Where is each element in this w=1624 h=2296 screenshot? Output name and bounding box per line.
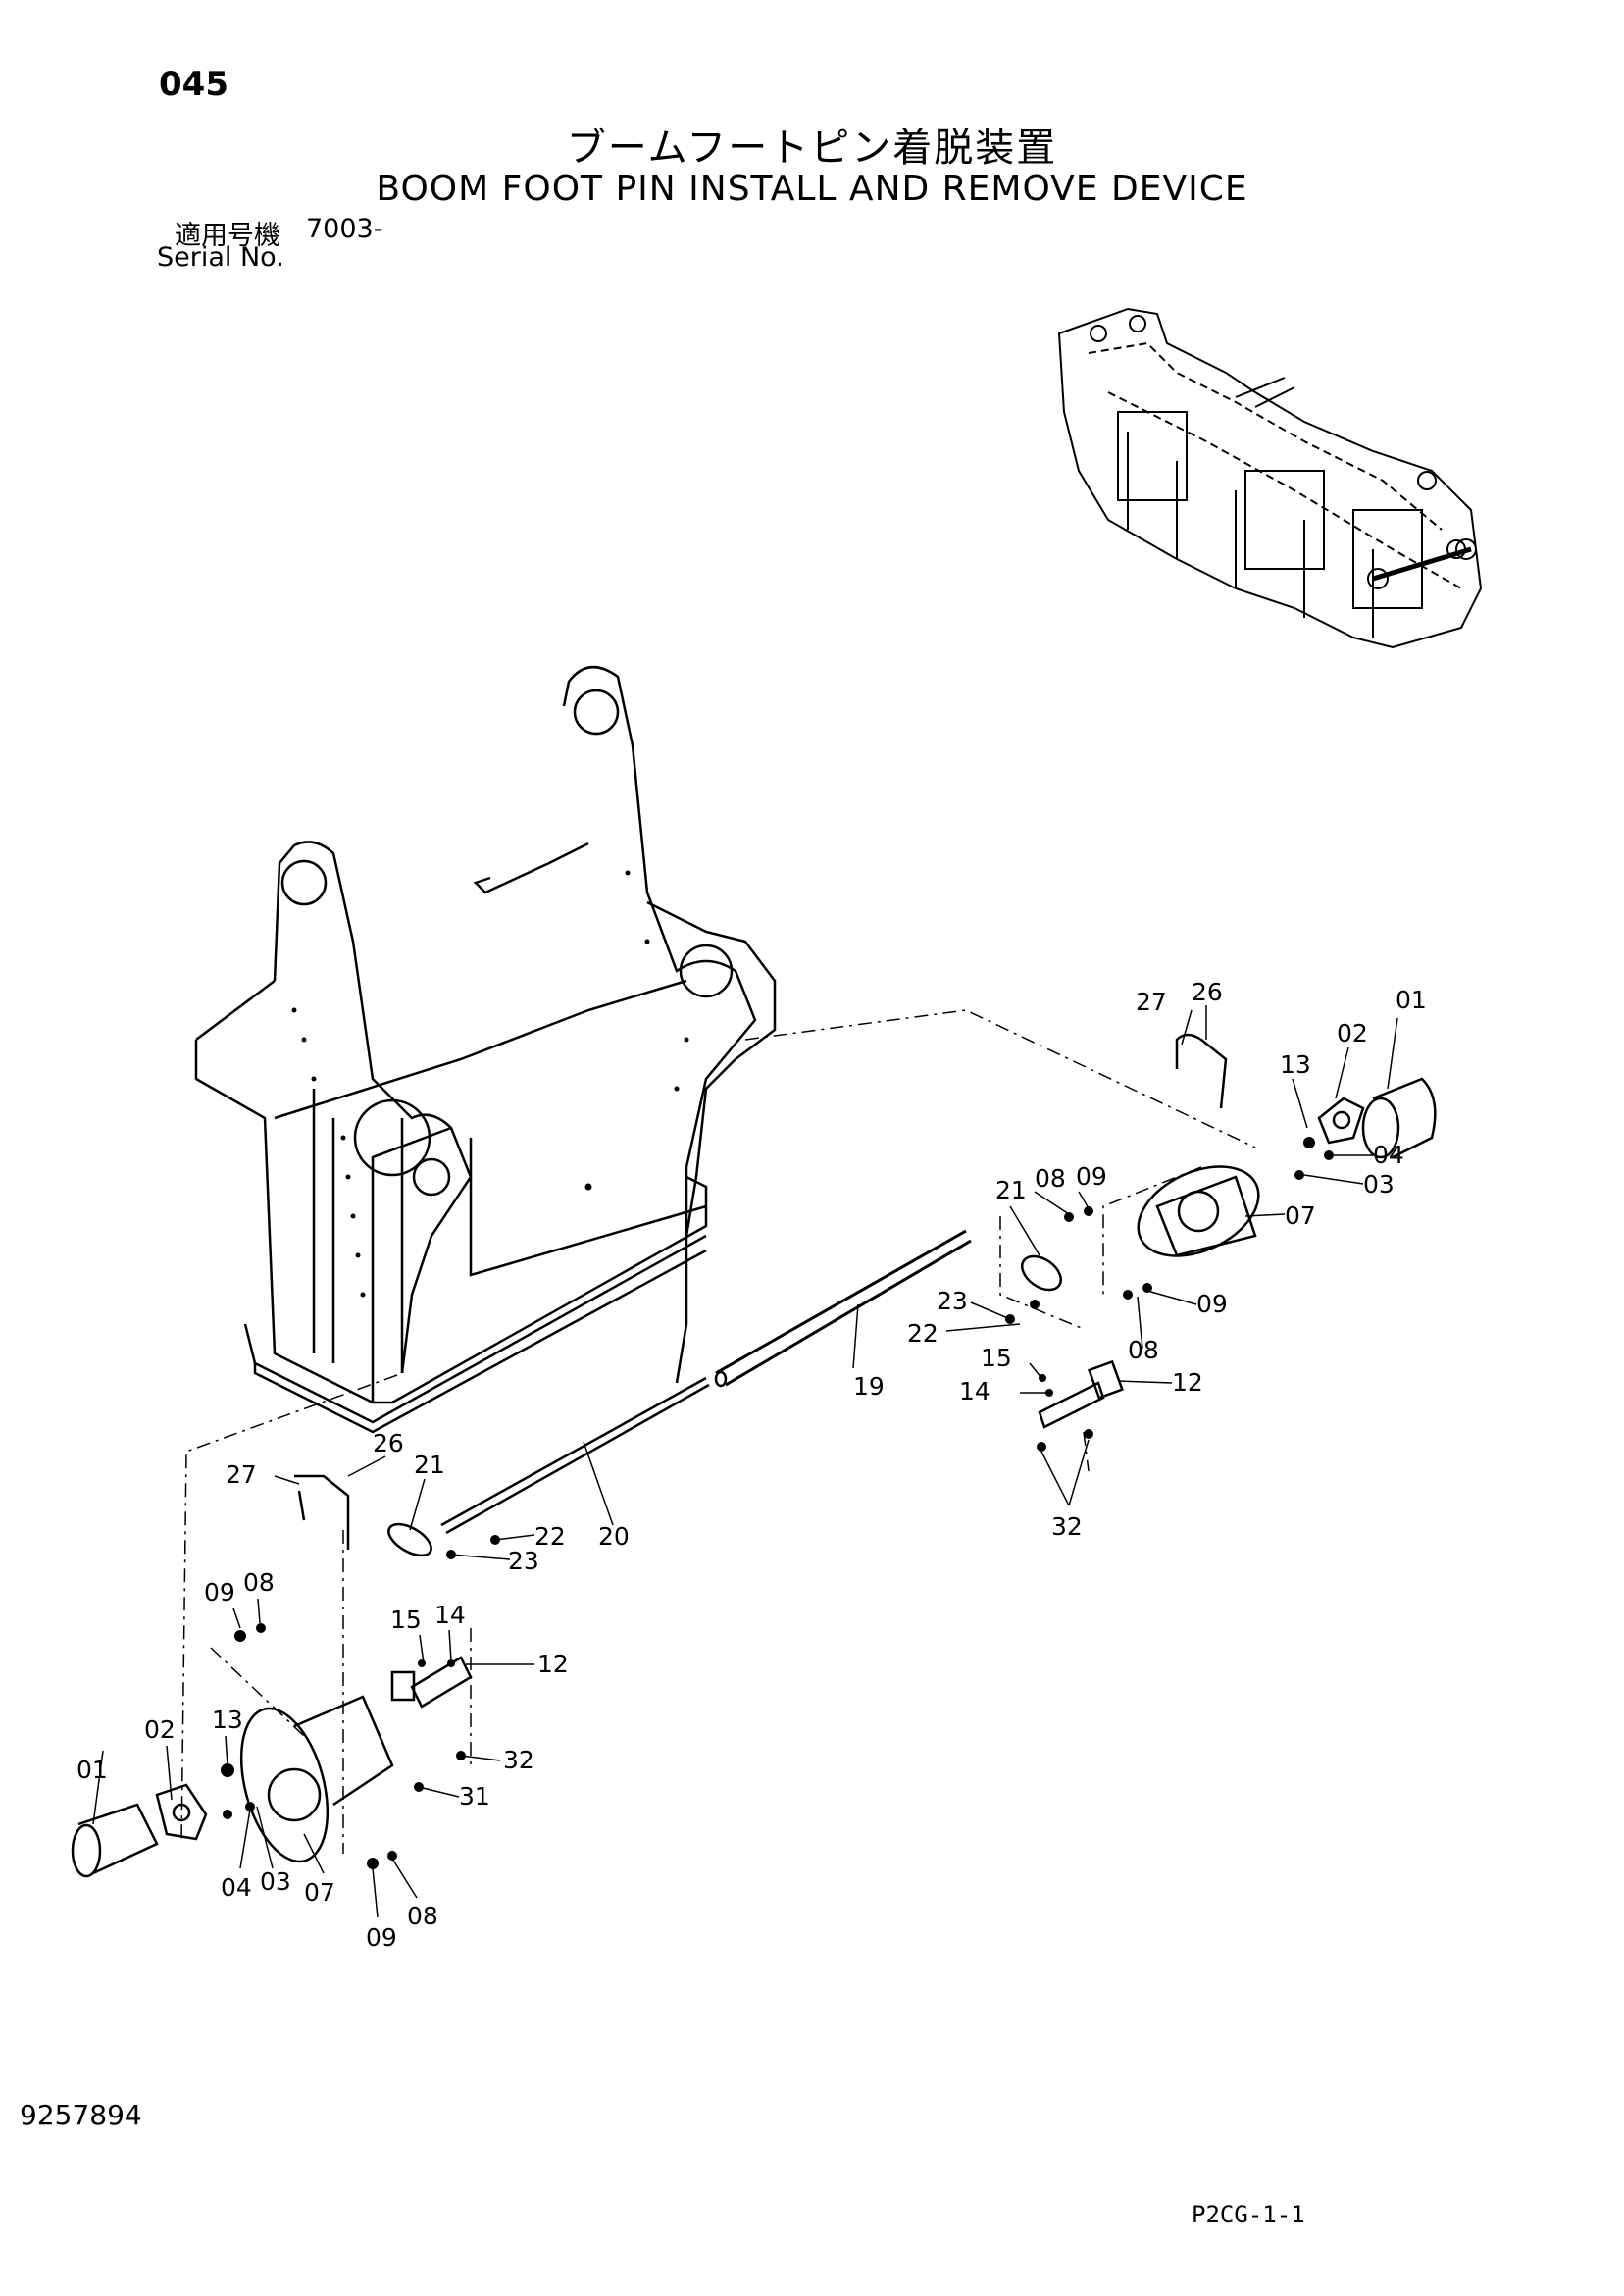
callout-l02: 02 [144, 1715, 176, 1744]
callout-09: 09 [1076, 1162, 1107, 1191]
callout-26: 26 [1192, 978, 1223, 1006]
callout-l14: 14 [434, 1601, 466, 1629]
callout-l32: 32 [503, 1746, 534, 1774]
callout-02: 02 [1337, 1019, 1368, 1047]
callout-l22: 22 [534, 1522, 566, 1551]
key-map-overview [1057, 307, 1483, 649]
callout-14: 14 [959, 1377, 990, 1405]
right-pin-device [714, 1033, 1437, 1429]
callout-21: 21 [995, 1176, 1027, 1204]
callout-07: 07 [1285, 1201, 1316, 1230]
callout-l09b: 09 [366, 1923, 397, 1952]
callout-l21: 21 [414, 1451, 445, 1479]
callout-23: 23 [937, 1287, 968, 1315]
callout-27: 27 [1136, 988, 1167, 1016]
callout-19: 19 [853, 1372, 885, 1401]
callout-l03: 03 [260, 1867, 291, 1896]
hardware-items [221, 1137, 1334, 1869]
callout-l08b: 08 [407, 1902, 438, 1930]
sheet-code: P2CG-1-1 [1192, 2201, 1305, 2228]
callout-l27: 27 [226, 1460, 257, 1489]
callout-13: 13 [1280, 1050, 1311, 1079]
callout-l08: 08 [243, 1568, 275, 1597]
callout-labels: 01 02 13 04 03 27 26 08 09 21 07 23 09 2… [76, 978, 1427, 1952]
callout-01: 01 [1396, 986, 1427, 1014]
serial-value: 7003- [306, 214, 383, 244]
callout-l26: 26 [373, 1429, 404, 1457]
alignment-lines [180, 1009, 1256, 1854]
callout-09b: 09 [1196, 1290, 1228, 1318]
serial-label-japanese: 適用号機 [175, 221, 280, 251]
serial-label-english: Serial No. [157, 242, 284, 273]
callout-12: 12 [1172, 1368, 1203, 1397]
title-japanese: ブームフートピン着脱装置 [566, 126, 1058, 171]
callout-l23: 23 [508, 1547, 539, 1575]
callout-l09: 09 [204, 1578, 235, 1607]
leader-lines [92, 1005, 1398, 1918]
callout-04: 04 [1373, 1141, 1404, 1169]
callout-22: 22 [907, 1319, 939, 1348]
callout-l12: 12 [537, 1650, 569, 1678]
title-english: BOOM FOOT PIN INSTALL AND REMOVE DEVICE [376, 169, 1248, 209]
callout-l07: 07 [304, 1878, 335, 1907]
callout-32: 32 [1051, 1512, 1083, 1541]
callout-l04: 04 [221, 1873, 252, 1902]
callout-l13: 13 [212, 1706, 243, 1734]
callout-08: 08 [1035, 1164, 1066, 1193]
callout-03: 03 [1363, 1170, 1395, 1199]
callout-l20: 20 [598, 1522, 630, 1551]
boom-bracket-frame [194, 666, 777, 1434]
callout-l01: 01 [76, 1756, 108, 1784]
callout-15: 15 [981, 1344, 1012, 1372]
callout-l15: 15 [390, 1606, 422, 1634]
callout-08b: 08 [1128, 1336, 1159, 1364]
document-number: 9257894 [20, 2099, 142, 2131]
left-pin-device [71, 1376, 710, 1878]
page-number: 045 [159, 65, 228, 104]
callout-l31: 31 [459, 1782, 490, 1811]
